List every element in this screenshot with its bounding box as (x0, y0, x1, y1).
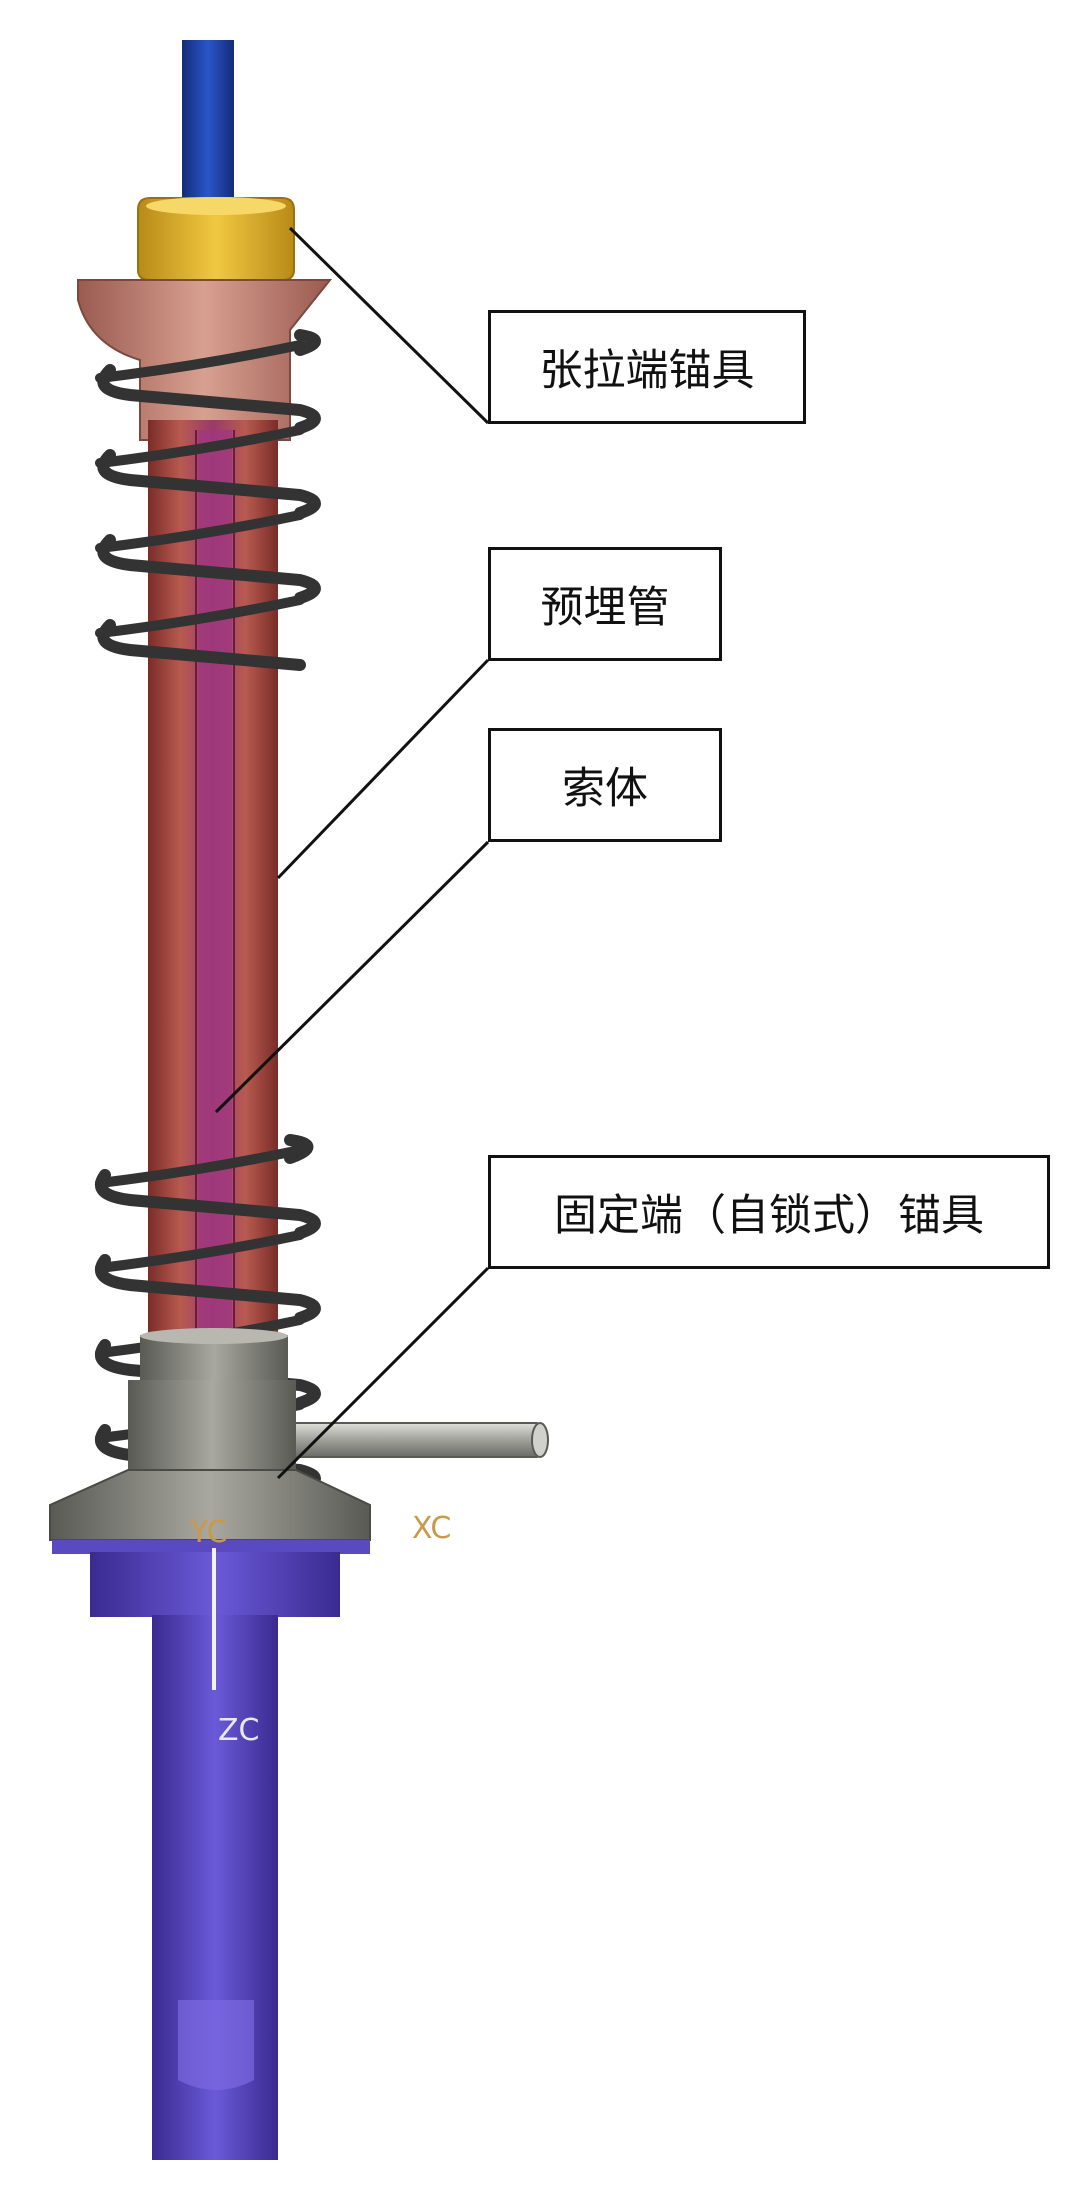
tube-inner-end (178, 2000, 254, 2090)
leader-tension (288, 226, 490, 425)
callout-cable-body: 索体 (488, 728, 722, 842)
leader-duct (276, 658, 490, 880)
tension-anchor-nut (137, 197, 295, 281)
callout-embedded-duct: 预埋管 (488, 547, 722, 661)
embedded-plate-top (52, 1540, 370, 1554)
upper-spiral (95, 329, 321, 671)
grout-pipe (279, 1422, 543, 1458)
leader-fixed (276, 1266, 490, 1480)
leader-lines (214, 226, 490, 1480)
x-axis-label: XC (412, 1511, 451, 1546)
nut-top-face (146, 197, 286, 215)
z-axis-label: ZC (218, 1713, 260, 1748)
callout-fixed-anchor: 固定端（自锁式）锚具 (488, 1155, 1050, 1269)
cable-body-core (198, 430, 232, 1350)
leader-cable (214, 840, 490, 1114)
y-axis-label: YC (189, 1515, 228, 1550)
fixed-anchor-body (128, 1380, 296, 1475)
callout-tension-anchor: 张拉端锚具 (488, 310, 806, 424)
cable-top-segment (182, 40, 234, 200)
